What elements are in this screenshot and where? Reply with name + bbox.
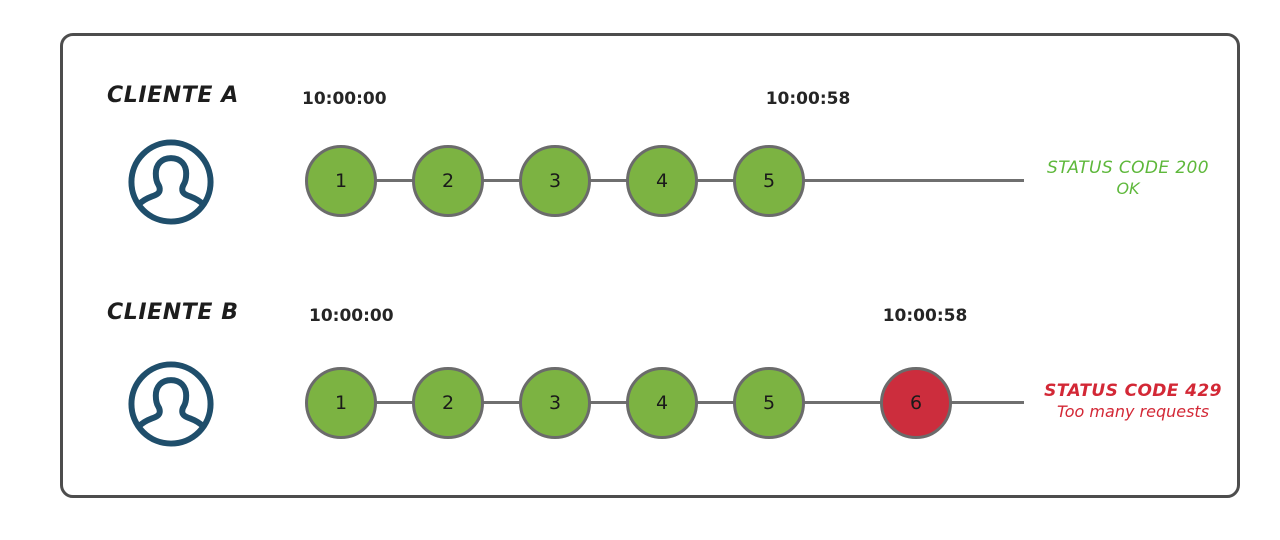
request-node-a-1[interactable]: 1 xyxy=(305,145,377,217)
request-node-label: 1 xyxy=(334,392,348,414)
request-node-label: 4 xyxy=(655,170,669,192)
client-label-b: CLIENTE B xyxy=(107,300,239,325)
request-node-b-5[interactable]: 5 xyxy=(733,367,805,439)
request-node-label: 5 xyxy=(762,170,776,192)
request-node-label: 4 xyxy=(655,392,669,414)
status-code-a: STATUS CODE 200 xyxy=(1047,158,1209,178)
request-node-a-4[interactable]: 4 xyxy=(626,145,698,217)
request-node-label: 2 xyxy=(441,392,455,414)
request-node-a-3[interactable]: 3 xyxy=(519,145,591,217)
status-description-b: Too many requests xyxy=(1056,401,1210,421)
request-node-label: 5 xyxy=(762,392,776,414)
client-row-a: CLIENTE A 10:00:00 10:00:58 1 2 3 xyxy=(63,36,1237,495)
request-node-label: 2 xyxy=(441,170,455,192)
connector-tail-a xyxy=(374,179,1024,182)
request-node-b-1[interactable]: 1 xyxy=(305,367,377,439)
timestamp-start-a: 10:00:00 xyxy=(302,89,387,109)
status-message-a: STATUS CODE 200 OK xyxy=(1028,158,1228,198)
request-node-label: 6 xyxy=(909,392,923,414)
status-code-b: STATUS CODE 429 xyxy=(1044,381,1222,401)
client-label-a: CLIENTE A xyxy=(107,83,239,108)
request-node-b-2[interactable]: 2 xyxy=(412,367,484,439)
request-node-b-4[interactable]: 4 xyxy=(626,367,698,439)
connector-tail-b xyxy=(374,401,1024,404)
user-avatar-icon xyxy=(125,358,217,450)
status-description-a: OK xyxy=(1116,178,1140,198)
user-avatar-icon xyxy=(125,136,217,228)
timestamp-start-b: 10:00:00 xyxy=(309,306,394,326)
diagram-frame: CLIENTE A 10:00:00 10:00:58 1 2 3 xyxy=(60,33,1240,498)
timestamp-end-b: 10:00:58 xyxy=(882,306,968,326)
status-message-b: STATUS CODE 429 Too many requests xyxy=(1028,381,1238,421)
timestamp-end-a: 10:00:58 xyxy=(765,89,851,109)
request-node-a-2[interactable]: 2 xyxy=(412,145,484,217)
request-node-label: 1 xyxy=(334,170,348,192)
request-node-b-6[interactable]: 6 xyxy=(880,367,952,439)
client-row-b: CLIENTE B 10:00:00 10:00:58 1 2 3 xyxy=(63,36,1237,495)
request-node-label: 3 xyxy=(548,170,562,192)
request-node-a-5[interactable]: 5 xyxy=(733,145,805,217)
request-node-b-3[interactable]: 3 xyxy=(519,367,591,439)
request-node-label: 3 xyxy=(548,392,562,414)
